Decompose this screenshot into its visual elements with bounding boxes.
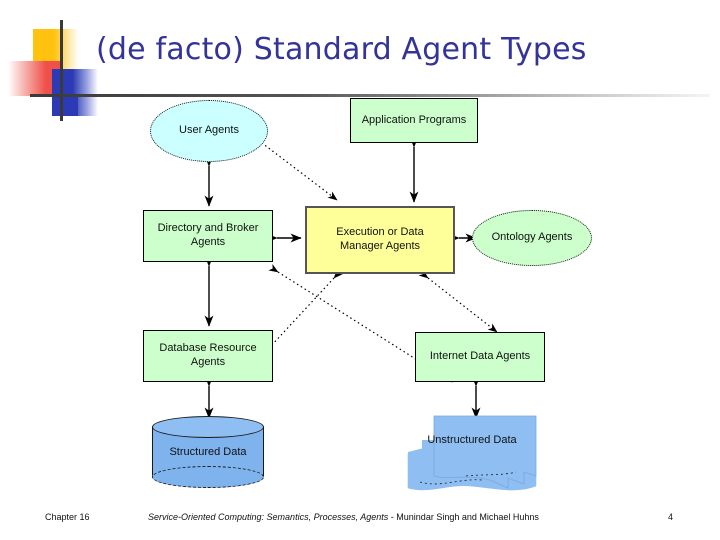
node-internet-data-agents-label: Internet Data Agents	[429, 350, 531, 363]
node-application-programs-label: Application Programs	[361, 113, 467, 126]
logo-blue-square-accent	[52, 94, 78, 116]
edge-execution-database	[257, 268, 343, 361]
multidoc-sheet-left	[408, 448, 424, 486]
node-user-agents[interactable]: User Agents	[150, 100, 268, 162]
node-application-programs[interactable]: Application Programs	[350, 98, 478, 143]
footer-page-number: 4	[668, 512, 674, 522]
title-horizontal-rule	[30, 94, 710, 97]
node-ontology-agents-label: Ontology Agents	[491, 231, 573, 244]
node-unstructured-data-label: Unstructured Data	[427, 434, 517, 446]
edge-execution-internet	[418, 269, 498, 333]
cylinder-top-ellipse	[152, 416, 264, 438]
node-ontology-agents[interactable]: Ontology Agents	[472, 210, 592, 266]
slide-decoration-logo	[0, 14, 118, 124]
multidoc-tear-line-1	[419, 479, 483, 485]
node-execution-label: Execution or Data Manager Agents	[336, 226, 423, 254]
node-internet-data-agents[interactable]: Internet Data Agents	[415, 332, 545, 382]
cylinder-bottom-ellipse	[152, 466, 264, 488]
node-user-agents-label: User Agents	[179, 124, 239, 137]
node-structured-data-label: Structured Data	[169, 446, 247, 458]
directory-line-2: Agents	[190, 236, 226, 248]
node-database-resource-agents[interactable]: Database Resource Agents	[143, 330, 273, 382]
node-directory-broker-agents[interactable]: Directory and Broker Agents	[143, 210, 273, 262]
footer-book-title: Service-Oriented Computing: Semantics, P…	[148, 512, 389, 522]
footer-authors: - Munindar Singh and Michael Huhns	[390, 512, 539, 522]
database-line-1: Database Resource	[159, 342, 257, 355]
node-directory-broker-agents-label: Directory and Broker Agents	[158, 222, 259, 250]
directory-line-1: Directory and Broker	[157, 222, 259, 235]
multidoc-shape	[407, 415, 537, 491]
slide-footer: Chapter 16 Service-Oriented Computing: S…	[0, 512, 720, 532]
database-line-2: Agents	[190, 356, 226, 368]
edge-user-execution	[248, 131, 338, 201]
footer-chapter: Chapter 16	[45, 512, 90, 522]
agent-types-diagram: User Agents Application Programs Directo…	[0, 96, 720, 506]
footer-citation: Service-Oriented Computing: Semantics, P…	[148, 512, 539, 522]
multidoc-tear-line-2	[465, 471, 517, 477]
execution-line-2: Manager Agents	[339, 240, 421, 252]
page-title: (de facto) Standard Agent Types	[96, 32, 587, 67]
execution-line-1: Execution or Data	[336, 226, 424, 239]
node-unstructured-data-multidoc[interactable]: Unstructured Data	[404, 414, 540, 502]
node-database-resource-agents-label: Database Resource Agents	[159, 342, 256, 370]
logo-vertical-rule	[60, 20, 63, 121]
node-execution-data-manager-agents[interactable]: Execution or Data Manager Agents	[305, 206, 455, 274]
multidoc-sheet-front	[433, 415, 537, 489]
diagram-connectors	[204, 131, 498, 419]
node-structured-data-cylinder[interactable]: Structured Data	[152, 416, 264, 488]
